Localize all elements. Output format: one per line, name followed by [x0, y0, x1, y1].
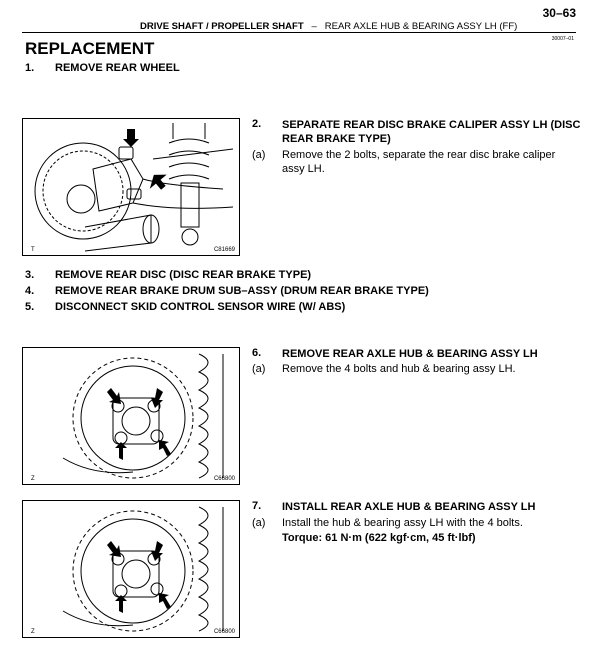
- sub-text: Install the hub & bearing assy LH with t…: [282, 517, 523, 529]
- step-number: 7.: [252, 500, 262, 512]
- doc-code: 30007–01: [551, 36, 574, 42]
- step-6: 6. REMOVE REAR AXLE HUB & BEARING ASSY LH: [252, 347, 582, 361]
- step-2: 2. SEPARATE REAR DISC BRAKE CALIPER ASSY …: [252, 118, 582, 146]
- page-number: 30–63: [542, 6, 576, 20]
- page-title: REPLACEMENT: [25, 39, 155, 58]
- step-text: INSTALL REAR AXLE HUB & BEARING ASSY LH: [282, 501, 536, 513]
- figure-hub-installation: Z C66800: [22, 500, 240, 638]
- figure-code: C81669: [213, 247, 235, 253]
- step-number: 1.: [25, 62, 35, 74]
- figure-code: C66800: [213, 476, 235, 482]
- figure-mark: T: [31, 247, 35, 253]
- step-6-sub-a: (a) Remove the 4 bolts and hub & bearing …: [252, 362, 577, 376]
- step-number: 6.: [252, 347, 262, 359]
- hub-installation-illustration: [62, 506, 224, 632]
- step-7: 7. INSTALL REAR AXLE HUB & BEARING ASSY L…: [252, 500, 582, 514]
- brake-caliper-illustration: [34, 123, 234, 252]
- hub-removal-illustration: [62, 353, 224, 479]
- header-subsection: REAR AXLE HUB & BEARING ASSY LH (FF): [324, 21, 518, 32]
- step-text: REMOVE REAR AXLE HUB & BEARING ASSY LH: [282, 348, 538, 360]
- step-5: 5. DISCONNECT SKID CONTROL SENSOR WIRE (W…: [25, 301, 345, 313]
- figure-mark: Z: [31, 629, 35, 635]
- step-text: REMOVE REAR DISC (DISC REAR BRAKE TYPE): [55, 269, 312, 281]
- step-text: REMOVE REAR BRAKE DRUM SUB–ASSY (DRUM RE…: [55, 285, 429, 297]
- sub-label: (a): [252, 363, 266, 375]
- step-text: REMOVE REAR WHEEL: [55, 62, 180, 74]
- header-separator: –: [311, 21, 317, 32]
- torque-spec: Torque: 61 N·m (622 kgf·cm, 45 ft·lbf): [282, 532, 476, 544]
- step-number: 4.: [25, 285, 35, 297]
- step-number: 5.: [25, 301, 35, 313]
- sub-label: (a): [252, 149, 266, 161]
- sub-text: Remove the 2 bolts, separate the rear di…: [282, 149, 556, 175]
- header-section: DRIVE SHAFT / PROPELLER SHAFT: [140, 21, 304, 32]
- figure-mark: Z: [31, 476, 35, 482]
- step-text: SEPARATE REAR DISC BRAKE CALIPER ASSY LH…: [282, 119, 581, 145]
- header-rule: [22, 32, 576, 33]
- step-2-sub-a: (a) Remove the 2 bolts, separate the rear…: [252, 148, 577, 176]
- running-header: DRIVE SHAFT / PROPELLER SHAFT – REAR AXL…: [140, 21, 517, 32]
- step-number: 2.: [252, 118, 262, 130]
- figure-hub-removal: Z C66800: [22, 347, 240, 485]
- step-number: 3.: [25, 269, 35, 281]
- step-4: 4. REMOVE REAR BRAKE DRUM SUB–ASSY (DRUM …: [25, 285, 429, 297]
- step-text: DISCONNECT SKID CONTROL SENSOR WIRE (W/ …: [55, 301, 346, 313]
- step-7-sub-a: (a) Install the hub & bearing assy LH wit…: [252, 516, 577, 530]
- step-1: 1. REMOVE REAR WHEEL: [25, 62, 180, 74]
- figure-code: C66800: [213, 629, 235, 635]
- sub-text: Remove the 4 bolts and hub & bearing ass…: [282, 363, 516, 375]
- step-3: 3. REMOVE REAR DISC (DISC REAR BRAKE TYPE…: [25, 269, 311, 281]
- sub-label: (a): [252, 517, 266, 529]
- figure-brake-caliper: T C81669: [22, 118, 240, 256]
